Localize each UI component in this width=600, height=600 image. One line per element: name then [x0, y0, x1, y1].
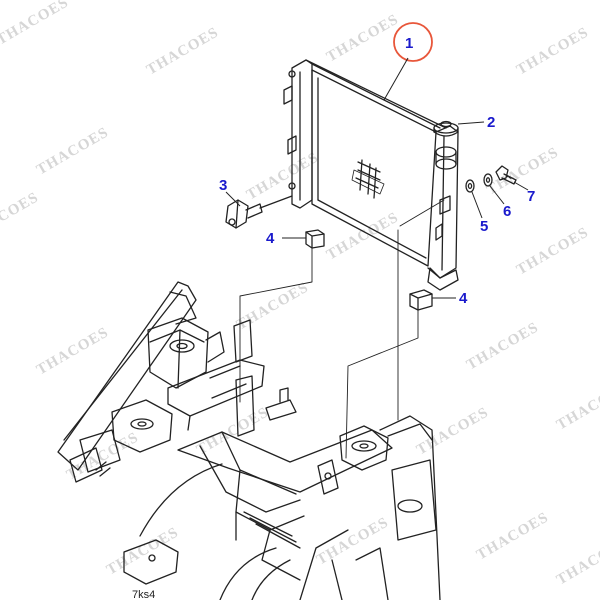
watermark-text: THACOES [34, 324, 112, 378]
watermark-text: THACOES [324, 11, 402, 65]
watermark-text: THACOES [554, 379, 600, 433]
watermark-text: THACOES [104, 524, 182, 578]
watermark-text: THACOES [144, 24, 222, 78]
line-art [57, 59, 517, 600]
callout-labels: 1 2 3 4 4 5 6 7 [219, 35, 535, 307]
callout-4-upper: 4 [266, 230, 275, 247]
drain-cock-drawing [225, 195, 293, 229]
watermark-text: THACOES [194, 404, 272, 458]
callout-3: 3 [219, 177, 227, 194]
watermark-text: THACOES [0, 189, 42, 243]
leader-1 [383, 57, 409, 101]
leader-2 [457, 121, 485, 125]
cushion-lower-drawing [409, 289, 433, 311]
callout-1-highlight-ring [393, 22, 433, 62]
callout-6: 6 [503, 203, 511, 220]
callout-7: 7 [527, 188, 535, 205]
watermark-text: THACOES [64, 429, 142, 483]
corner-caption: 7ks4 [132, 589, 155, 600]
callout-1: 1 [405, 35, 413, 52]
watermark-text: THACOES [474, 509, 552, 563]
watermark-text: THACOES [464, 319, 542, 373]
callout-4-lower: 4 [459, 290, 468, 307]
watermark-text: THACOES [514, 224, 592, 278]
radiator-cap-drawing [433, 120, 459, 137]
leader-7 [513, 181, 529, 191]
cushion-upper-drawing [305, 229, 325, 249]
watermark-text: THACOES [554, 534, 600, 588]
callout-5: 5 [480, 218, 488, 235]
leader-3 [225, 191, 241, 207]
callout-2: 2 [487, 114, 495, 131]
watermark-text: THACOES [0, 0, 72, 48]
callout-leaders [225, 57, 529, 299]
leader-6 [489, 185, 505, 205]
radiator-drawing [283, 59, 459, 291]
watermark-text: THACOES [314, 514, 392, 568]
watermark-text: THACOES [514, 24, 592, 78]
assembly-lines [239, 199, 445, 459]
watermark-text: THACOES [34, 124, 112, 178]
hardware-drawing [465, 165, 517, 193]
mounting-frame-drawing [57, 281, 441, 600]
watermark-text: THACOES [234, 279, 312, 333]
watermark-text: THACOES [324, 209, 402, 263]
leader-5 [471, 191, 483, 219]
watermark-text: THACOES [244, 149, 322, 203]
